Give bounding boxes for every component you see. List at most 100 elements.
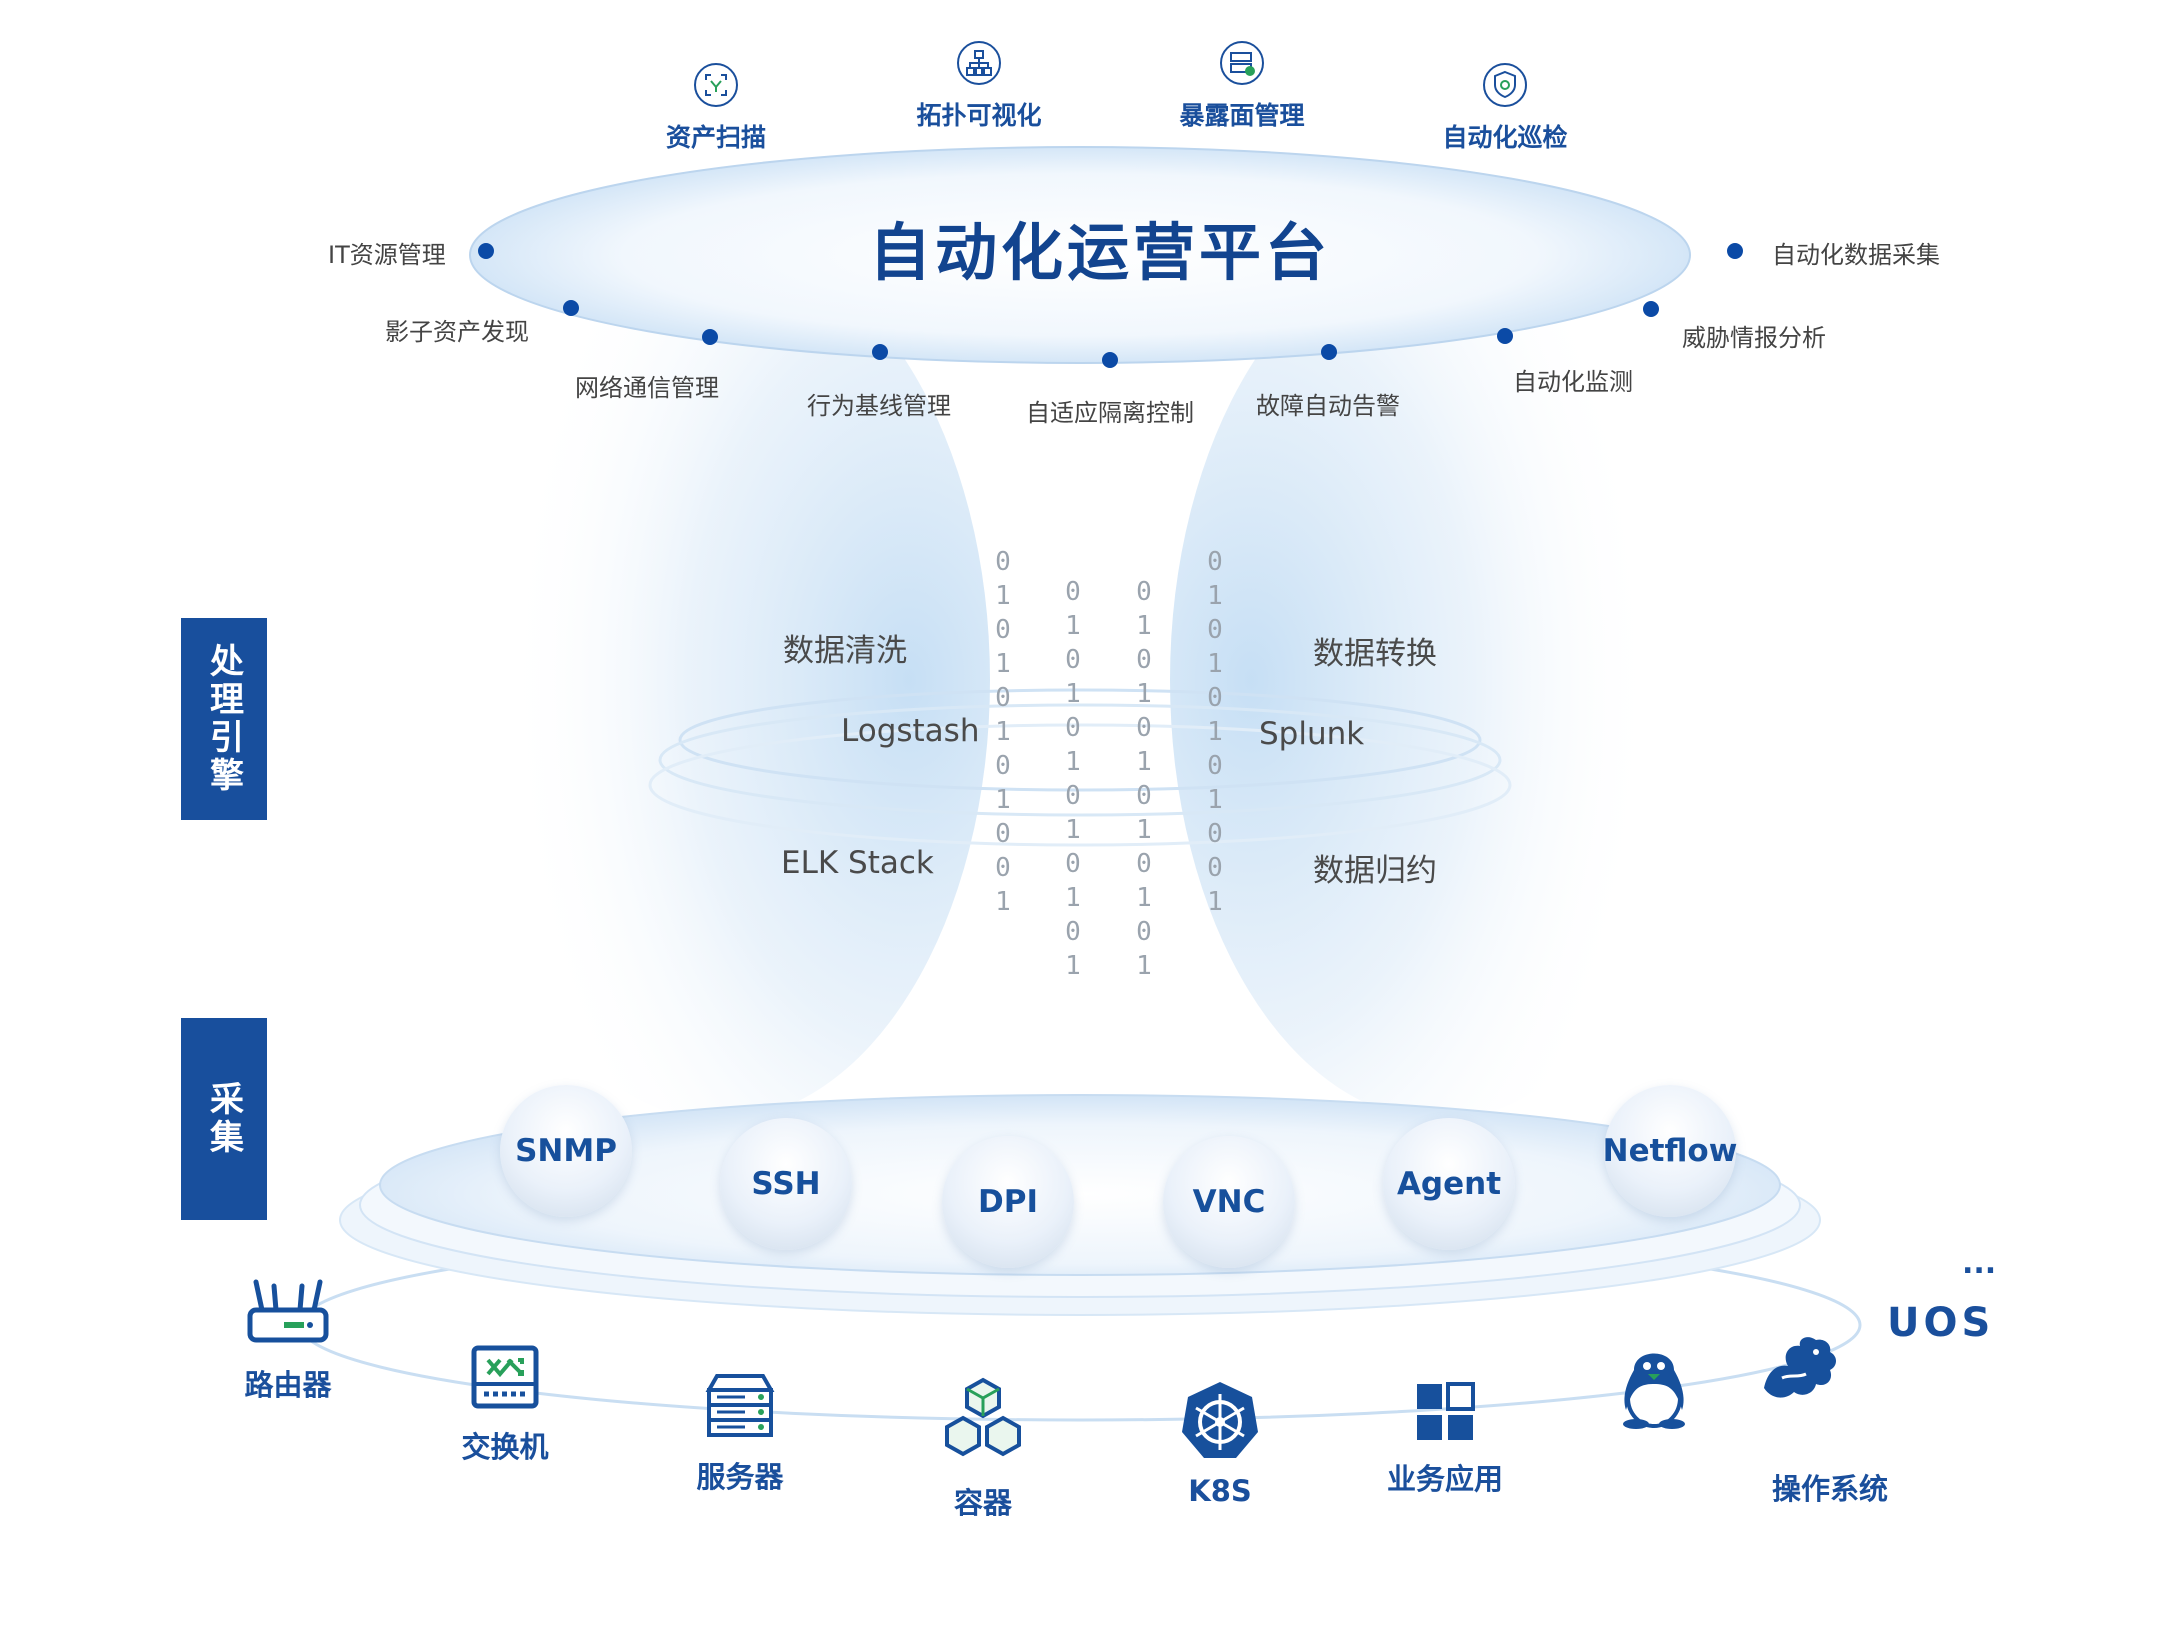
inspection-icon: [1483, 63, 1527, 107]
binary-digit: 0: [1207, 819, 1223, 849]
process-ring: [648, 723, 1512, 847]
binary-digit: 1: [1207, 581, 1223, 611]
binary-digit: 0: [995, 853, 1011, 883]
binary-digit: 1: [1207, 785, 1223, 815]
ring-dot: [563, 300, 579, 316]
binary-digit: 0: [1207, 547, 1223, 577]
binary-digit: 0: [1136, 645, 1152, 675]
feature-label: 暴露面管理: [1179, 101, 1305, 130]
binary-digit: 1: [1065, 883, 1081, 913]
feature-asset-scan[interactable]: 资产扫描: [606, 62, 826, 154]
feature-label: 资产扫描: [665, 123, 766, 152]
binary-digit: 0: [1065, 577, 1081, 607]
device-label: 服务器: [696, 1460, 784, 1494]
binary-digit: 0: [1136, 849, 1152, 879]
proc-data-reduce: 数据归约: [1313, 853, 1437, 889]
binary-digit: 1: [1065, 611, 1081, 641]
binary-digit: 0: [995, 547, 1011, 577]
switch-icon: [471, 1345, 539, 1409]
device-k8s[interactable]: K8S: [1120, 1380, 1320, 1508]
binary-digit: 1: [1065, 951, 1081, 981]
protocol-vnc[interactable]: VNC: [1163, 1136, 1295, 1268]
feature-auto-inspection[interactable]: 自动化巡检: [1395, 62, 1615, 154]
device-os[interactable]: 操作系统: [1730, 1452, 1930, 1508]
right-lobe: [1170, 240, 1710, 1120]
protocol-ssh[interactable]: SSH: [720, 1118, 852, 1250]
binary-digit: 0: [995, 683, 1011, 713]
platform-title: 自动化运营平台: [868, 216, 1331, 289]
binary-digit: 0: [995, 615, 1011, 645]
protocol-netflow[interactable]: Netflow: [1603, 1085, 1737, 1217]
binary-digit: 1: [1136, 747, 1152, 777]
feature-exposure[interactable]: 暴露面管理: [1132, 40, 1352, 132]
ring-dot: [1321, 344, 1337, 360]
binary-digit: 0: [1136, 781, 1152, 811]
device-container[interactable]: 容器: [883, 1376, 1083, 1522]
device-server[interactable]: 服务器: [640, 1372, 840, 1496]
ring-label-fault-alert: 故障自动告警: [1256, 392, 1400, 420]
protocol-snmp[interactable]: SNMP: [500, 1085, 632, 1217]
scan-icon: [694, 63, 738, 107]
platform-ellipse: [469, 146, 1691, 364]
binary-digit: 0: [995, 819, 1011, 849]
ring-dot: [1497, 328, 1513, 344]
binary-digit: 1: [1136, 611, 1152, 641]
ring-label-network-comm: 网络通信管理: [575, 374, 719, 402]
more-ellipsis: ...: [1962, 1246, 1997, 1281]
device-business-app[interactable]: 业务应用: [1345, 1382, 1545, 1498]
device-router[interactable]: 路由器: [188, 1278, 388, 1404]
ring-dot: [872, 344, 888, 360]
binary-digit: 0: [1065, 917, 1081, 947]
proc-elk: ELK Stack: [781, 845, 934, 881]
protocol-dpi[interactable]: DPI: [942, 1136, 1074, 1268]
protocol-agent[interactable]: Agent: [1383, 1118, 1515, 1250]
dragon-logo-icon: [1764, 1337, 1836, 1398]
ring-label-auto-monitor: 自动化监测: [1513, 368, 1633, 396]
process-ring: [658, 703, 1502, 817]
binary-digit: 0: [995, 751, 1011, 781]
binary-digit: 0: [1207, 615, 1223, 645]
router-icon: [247, 1279, 329, 1343]
binary-digit: 1: [1207, 649, 1223, 679]
layer-tag-collection: 采集: [181, 1018, 267, 1220]
binary-digit: 0: [1065, 781, 1081, 811]
ring-dots: [478, 243, 1743, 368]
binary-digit: 1: [1065, 679, 1081, 709]
binary-digit: 1: [1207, 887, 1223, 917]
binary-digit: 1: [1136, 951, 1152, 981]
process-ring: [678, 688, 1482, 792]
device-label: 路由器: [244, 1368, 332, 1402]
binary-digit: 1: [1136, 883, 1152, 913]
exposure-icon: [1220, 41, 1264, 85]
linux-tux-icon: [1623, 1353, 1685, 1429]
proc-data-transform: 数据转换: [1313, 636, 1437, 672]
ring-label-shadow-asset: 影子资产发现: [385, 318, 529, 346]
device-label: 交换机: [461, 1430, 549, 1464]
binary-digit: 1: [995, 649, 1011, 679]
binary-digit: 0: [1136, 713, 1152, 743]
device-label: K8S: [1188, 1474, 1252, 1508]
device-label: 容器: [953, 1486, 1012, 1520]
binary-digit: 0: [1065, 713, 1081, 743]
binary-digit: 0: [1136, 917, 1152, 947]
left-lobe: [450, 240, 990, 1120]
binary-digit: 1: [995, 785, 1011, 815]
ring-dot: [702, 329, 718, 345]
kubernetes-icon: [1182, 1382, 1258, 1458]
uos-logo: UOS: [1887, 1300, 1995, 1346]
layer-tag-processing: 处理引擎: [181, 618, 267, 820]
binary-digit: 1: [1207, 717, 1223, 747]
ring-label-threat-intel: 威胁情报分析: [1682, 324, 1826, 352]
binary-digit: 1: [1065, 747, 1081, 777]
binary-digit: 0: [1065, 645, 1081, 675]
device-switch[interactable]: 交换机: [405, 1344, 605, 1466]
container-icon: [945, 1377, 1021, 1457]
binary-digit: 0: [1207, 683, 1223, 713]
feature-topology[interactable]: 拓扑可视化: [869, 40, 1089, 132]
proc-logstash: Logstash: [841, 713, 980, 749]
ring-label-isolation: 自适应隔离控制: [1026, 399, 1194, 427]
